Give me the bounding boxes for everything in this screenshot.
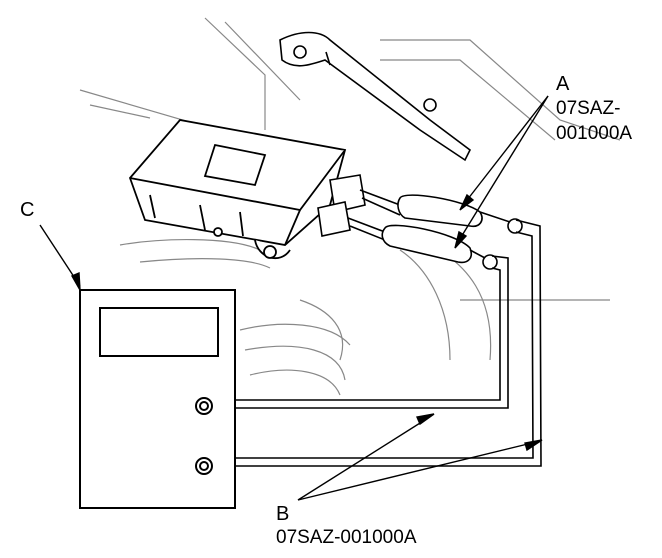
callout-b-part: 07SAZ-001000A <box>276 527 417 548</box>
vehicle-background <box>79 17 621 396</box>
leader-lines <box>39 95 549 501</box>
test-lead-wires <box>206 219 542 467</box>
callout-b-letter: B <box>276 503 290 525</box>
callout-a-part-line2: 001000A <box>556 123 633 144</box>
mounting-bracket <box>279 31 472 162</box>
control-unit <box>128 119 347 260</box>
unit-connectors <box>317 174 366 237</box>
callout-a-letter: A <box>556 73 570 95</box>
probe-leads <box>347 189 523 270</box>
callout-c-letter: C <box>20 199 35 221</box>
meter <box>79 289 236 509</box>
callout-a-part-line1: 07SAZ- <box>556 98 621 119</box>
